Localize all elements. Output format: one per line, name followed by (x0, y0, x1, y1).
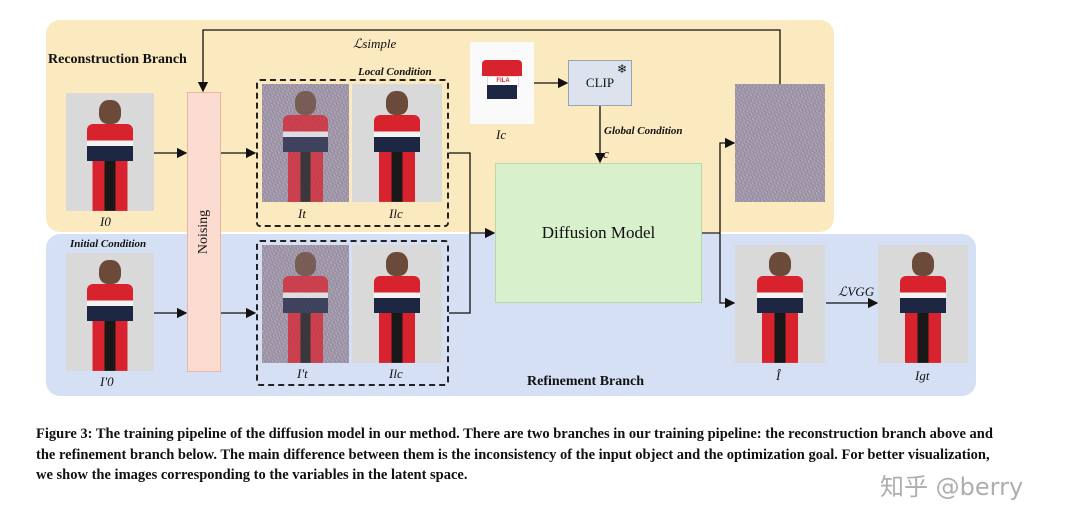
image-it (262, 84, 349, 202)
image-it-prime (262, 245, 349, 363)
label-ilc-top: Ilc (389, 206, 403, 221)
image-igt (878, 245, 968, 363)
image-ilc-bottom (352, 245, 442, 363)
local-condition-group-bottom (256, 240, 449, 386)
image-ilc-top (352, 84, 442, 202)
diffusion-model-label: Diffusion Model (541, 223, 656, 242)
image-ihat (735, 245, 825, 363)
arrow-diffusion-to-outputs (702, 137, 736, 234)
person-figure (878, 245, 968, 363)
c-symbol: c (603, 146, 609, 161)
image-i0 (66, 93, 154, 211)
initial-condition-label: Initial Condition (70, 238, 147, 250)
arrow-bottom-group-to-diffusion (449, 233, 471, 314)
person-figure (262, 84, 349, 202)
snowflake-icon: ❄ (616, 62, 627, 76)
noise-output-image (735, 84, 825, 202)
person-figure (352, 245, 442, 363)
local-condition-label: Local Condition (358, 66, 432, 78)
label-igt: Igt (915, 368, 930, 383)
label-ic: Ic (496, 127, 507, 142)
person-figure (735, 245, 825, 363)
watermark: 知乎 @berry (880, 473, 1024, 501)
arrow-diffusion-to-ihat (719, 233, 736, 309)
local-condition-group-top (256, 79, 449, 227)
diffusion-model-box: Diffusion Model (495, 163, 702, 303)
reconstruction-branch-label: Reconstruction Branch (48, 52, 187, 67)
noising-box: Noising (187, 92, 221, 372)
shirt-top (482, 60, 522, 76)
loss-vgg: ℒVGG (838, 284, 875, 299)
shirt-bottom (487, 85, 517, 99)
clip-box: CLIP ❄ (568, 60, 632, 106)
arrow-loss-feedback (197, 29, 781, 93)
label-it: It (298, 206, 306, 221)
person-figure (66, 253, 154, 371)
image-ic: FILA (470, 42, 534, 124)
image-i0-prime (66, 253, 154, 371)
refinement-branch-label: Refinement Branch (527, 374, 645, 389)
arrow-top-group-to-diffusion (449, 152, 496, 239)
figure-caption: Figure 3: The training pipeline of the d… (36, 426, 993, 483)
loss-simple: ℒsimple (353, 36, 397, 51)
label-ilc-bottom: Ilc (389, 366, 403, 381)
label-ihat: Î (776, 368, 781, 383)
person-figure (66, 93, 154, 211)
label-i0: I0 (100, 214, 111, 229)
person-figure (352, 84, 442, 202)
global-condition-label: Global Condition (604, 125, 683, 137)
clip-label: CLIP (585, 75, 615, 90)
person-figure (262, 245, 349, 363)
label-it-prime: I′t (297, 366, 308, 381)
label-i0-prime: I′0 (100, 374, 114, 389)
